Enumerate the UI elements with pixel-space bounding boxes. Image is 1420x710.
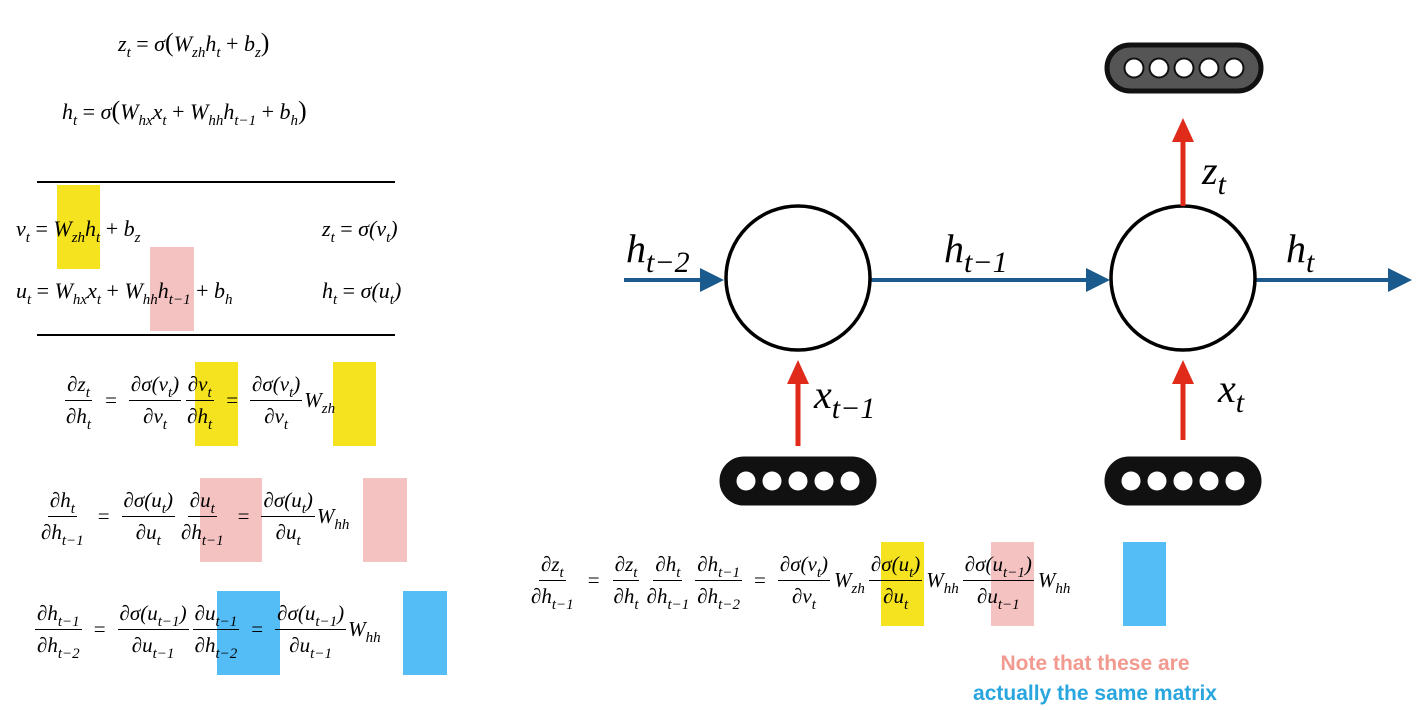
derivative-dz-dh: ∂zt∂ht = ∂σ(vt)∂vt ∂vt∂ht = ∂σ(vt)∂vt Wz…: [65, 372, 336, 433]
arrow-x-t-minus-1: [787, 360, 809, 446]
derivative-dh1-dh2: ∂ht−1∂ht−2 = ∂σ(ut−1)∂ut−1 ∂ut−1∂ht−2 = …: [35, 601, 381, 662]
divider-bottom: [37, 334, 395, 336]
arrow-z-t: [1172, 118, 1194, 206]
highlight-du-dh: [200, 478, 262, 562]
arrow-x-t: [1172, 360, 1194, 440]
hidden-node-t: [1109, 204, 1257, 352]
label-x-t: xt: [1217, 366, 1245, 419]
z-sigma-v: zt = σ(vt): [322, 216, 398, 246]
highlight-whh-chain-2: [1123, 542, 1166, 626]
output-vector-node: [1104, 42, 1264, 94]
label-h-t: ht: [1286, 226, 1315, 279]
label-z-t: zt: [1201, 148, 1227, 201]
highlight-wzh-chain: [881, 542, 924, 626]
h-sigma-u: ht = σ(ut): [322, 278, 402, 308]
highlight-whh-2: [403, 591, 447, 675]
highlight-whh-definition: [150, 247, 194, 331]
arrow-h-t: [1256, 268, 1412, 292]
note-line-2: actually the same matrix: [973, 682, 1217, 705]
input-vector-node-t-minus-1: [719, 456, 877, 506]
u-definition: ut = Whxxt + Whhht−1 + bh: [16, 278, 233, 308]
label-h-t-minus-1: ht−1: [944, 226, 1008, 279]
label-h-t-minus-2: ht−2: [626, 226, 690, 279]
derivative-dh-dh1: ∂ht∂ht−1 = ∂σ(ut)∂ut ∂ut∂ht−1 = ∂σ(ut)∂u…: [41, 488, 350, 549]
chain-rule-equation: ∂zt∂ht−1 = ∂zt∂ht ∂ht∂ht−1 ∂ht−1∂ht−2 = …: [531, 552, 1071, 613]
highlight-wzh-1: [333, 362, 376, 446]
input-vector-node-t: [1104, 456, 1262, 506]
v-definition: vt = Wzhht + bz: [16, 216, 141, 246]
arrow-h-t-minus-1: [870, 268, 1110, 292]
highlight-wzh-definition: [57, 185, 100, 269]
highlight-dv-dh: [195, 362, 238, 446]
top-h-equation: ht = σ(Whxxt + Whhht−1 + bh): [62, 96, 307, 129]
note-line-1: Note that these are: [1000, 652, 1190, 675]
highlight-whh-1: [363, 478, 407, 562]
highlight-du1-dh2: [217, 591, 280, 675]
highlight-whh-chain-1: [991, 542, 1034, 626]
label-x-t-minus-1: xt−1: [813, 372, 875, 425]
hidden-node-t-minus-1: [724, 204, 872, 352]
divider-top: [37, 181, 395, 183]
top-z-equation: zt = σ(Wzhht + bz): [118, 28, 270, 61]
arrow-h-t-minus-2: [624, 268, 724, 292]
